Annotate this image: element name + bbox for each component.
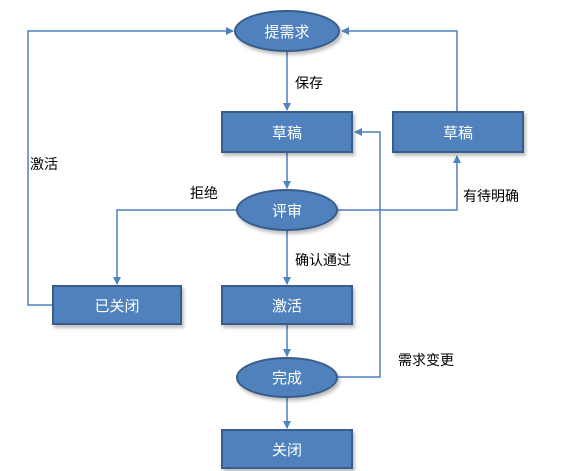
- edge-complete-to-draft: [338, 128, 381, 378]
- edge-label-activate: 激活: [30, 157, 58, 173]
- edge-label-approved: 确认通过: [295, 253, 351, 269]
- edge-draft-right-to-submit: [341, 27, 458, 111]
- edge-review-to-closed: [113, 209, 238, 285]
- node-draft-main: 草稿: [221, 111, 353, 153]
- edge-review-to-draft-right: [338, 155, 461, 211]
- node-review: 评审: [236, 189, 338, 231]
- node-complete: 完成: [236, 357, 338, 398]
- edge-label-reject: 拒绝: [190, 186, 218, 202]
- node-submit-requirement: 提需求: [234, 10, 340, 52]
- node-close: 关闭: [221, 429, 353, 469]
- node-closed-left: 已关闭: [52, 285, 182, 325]
- edge-label-change: 需求变更: [398, 353, 454, 369]
- edge-label-save: 保存: [295, 76, 323, 92]
- node-activate: 激活: [221, 285, 353, 325]
- edge-label-pending: 有待明确: [463, 189, 519, 205]
- node-draft-right: 草稿: [392, 111, 524, 153]
- edge-closed-to-submit: [27, 27, 234, 306]
